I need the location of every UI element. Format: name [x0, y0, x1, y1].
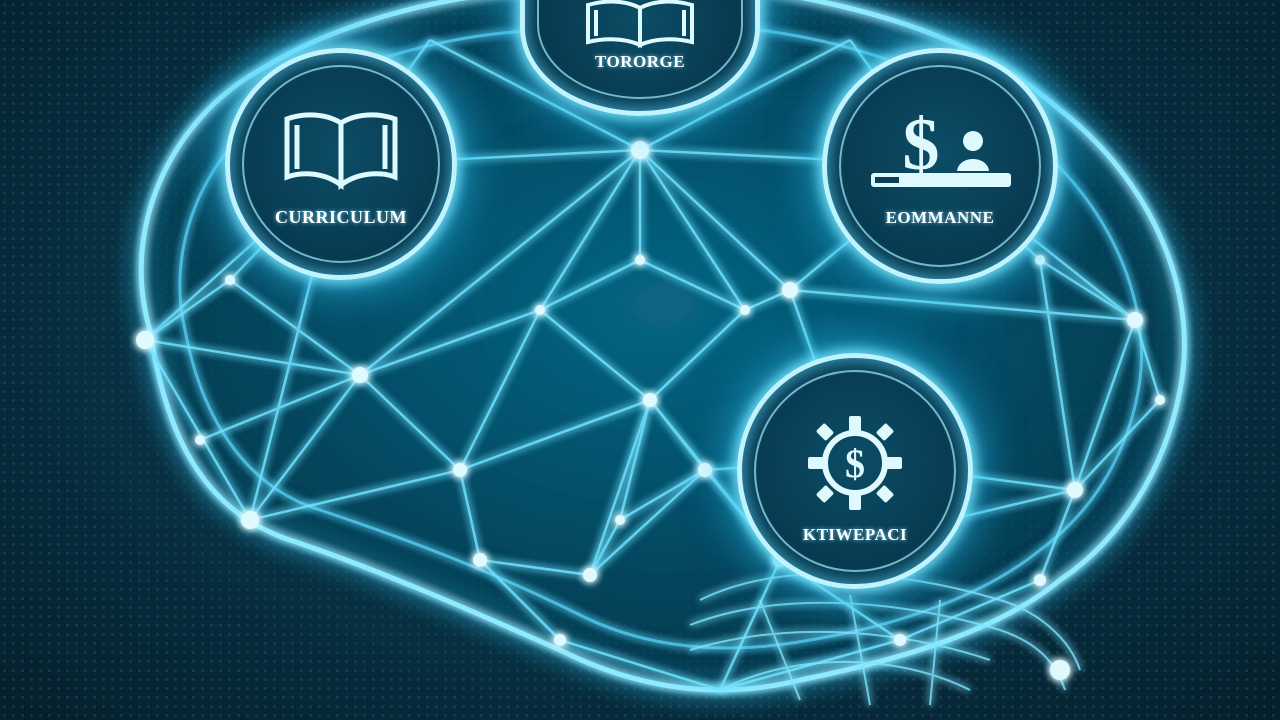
node-left[interactable]: CURRICULUM: [225, 48, 457, 280]
node-bottom-label: KTIWEPACI: [802, 525, 908, 544]
node-left-label: CURRICULUM: [275, 207, 407, 227]
dollar-gear-icon: $: [808, 416, 902, 510]
svg-text:$: $: [903, 104, 940, 186]
node-right-label: EOMMANNE: [885, 208, 995, 227]
node-bottom[interactable]: $ KTIWEPACI: [737, 353, 973, 589]
open-book-icon: [284, 112, 398, 190]
svg-text:$: $: [845, 441, 865, 486]
node-right[interactable]: $ EOMMANNE: [822, 48, 1058, 284]
brain-inner-outline: [178, 28, 1143, 650]
open-book-icon: [586, 0, 694, 49]
cerebellum-strands: [689, 572, 1081, 706]
node-top-label: TORORGE: [594, 52, 686, 71]
dollar-person-icon: $: [871, 104, 1011, 187]
node-left-inner-ring: [242, 65, 440, 263]
network-nodes: [136, 141, 1165, 680]
node-bottom-inner-ring: [754, 370, 956, 572]
node-right-inner-ring: [839, 65, 1041, 267]
